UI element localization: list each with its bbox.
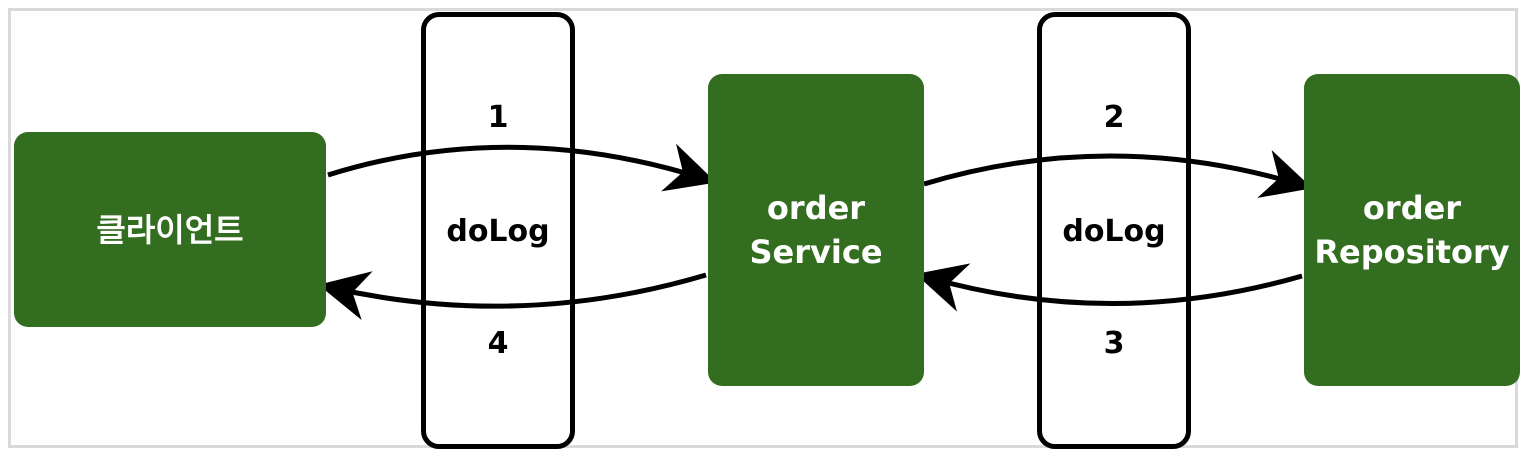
step-label-1: 1 bbox=[487, 100, 509, 135]
order-repository-line1: order bbox=[1362, 189, 1462, 227]
arrow-step-2 bbox=[923, 150, 1313, 198]
aspect-dolog-2 bbox=[1037, 12, 1191, 449]
step-label-4: 4 bbox=[487, 326, 509, 361]
order-service-line2: Service bbox=[749, 233, 883, 271]
order-repository-node: order Repository bbox=[1304, 74, 1520, 386]
step-label-3: 3 bbox=[1103, 326, 1125, 361]
order-service-node: order Service bbox=[708, 74, 924, 386]
aspect-dolog-1 bbox=[421, 12, 575, 449]
client-node: 클라이언트 bbox=[14, 132, 326, 327]
order-repository-line2: Repository bbox=[1314, 233, 1510, 271]
client-label: 클라이언트 bbox=[96, 210, 244, 249]
aspect-2-label: doLog bbox=[1062, 214, 1166, 249]
arrow-step-1 bbox=[327, 143, 717, 192]
arrow-step-3 bbox=[915, 263, 1303, 312]
step-label-2: 2 bbox=[1103, 100, 1125, 135]
arrow-step-4 bbox=[318, 271, 707, 321]
order-service-line1: order bbox=[766, 189, 866, 227]
aspect-1-label: doLog bbox=[446, 214, 550, 249]
